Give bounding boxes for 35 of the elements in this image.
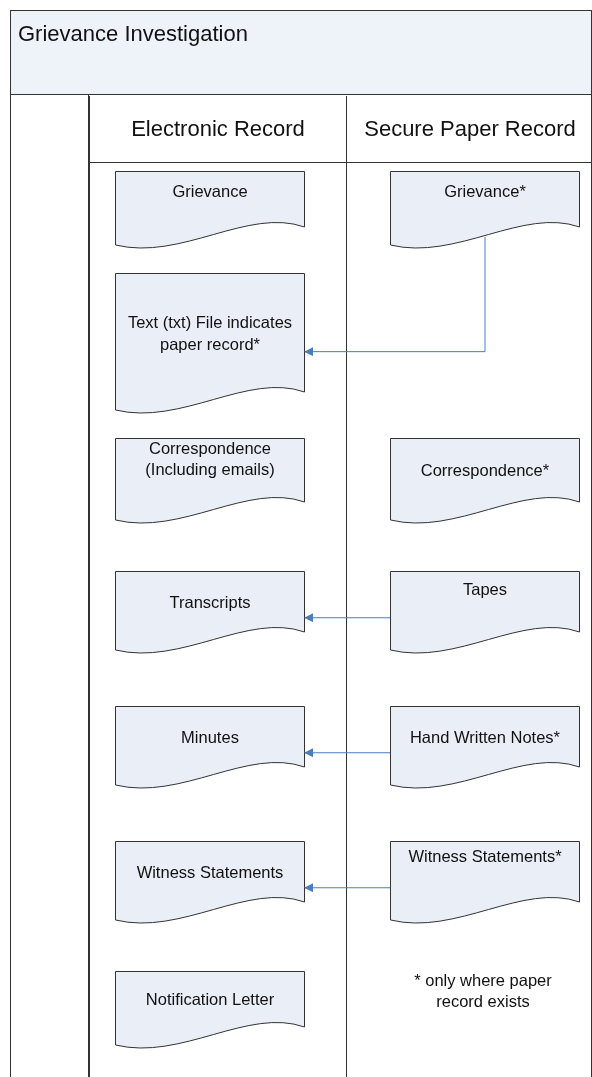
document-shape [390,841,580,926]
document-shape [115,438,305,526]
arrow [304,748,391,758]
document-label: Transcripts [168,591,252,613]
swimlane [346,96,592,1077]
swimlane [89,96,346,1077]
arrow [304,613,391,623]
document-label: Correspondence (Including emails) [144,438,276,481]
footnote: * only where paper record exists [413,970,553,1013]
document-label: Witness Statements* [407,846,563,867]
document-label: Notification Letter [144,989,276,1011]
document-shape [115,971,305,1051]
pool-header: Grievance Investigation [11,11,591,95]
document-label: Grievance [171,181,249,202]
pool-frame [10,10,592,1077]
arrow [304,236,486,357]
document-shape [115,171,305,251]
document-label: Grievance* [443,181,527,202]
document-label: Minutes [180,726,240,748]
document-shape [115,841,305,926]
document-label: Text (txt) File indicates paper record* [126,312,294,355]
document-label: Tapes [462,579,508,600]
lane-header: Secure Paper Record [347,96,592,163]
document-shape [115,273,305,416]
document-shape [115,706,305,791]
document-label: Witness Statements [135,861,285,883]
document-shape [390,706,580,791]
document-shape [390,171,580,251]
document-label: Hand Written Notes* [408,726,562,748]
document-shape [390,571,580,656]
document-shape [115,571,305,656]
document-label: Correspondence* [419,460,551,482]
lane-header: Electronic Record [90,96,346,163]
document-shape [390,438,580,526]
arrow [304,883,391,893]
